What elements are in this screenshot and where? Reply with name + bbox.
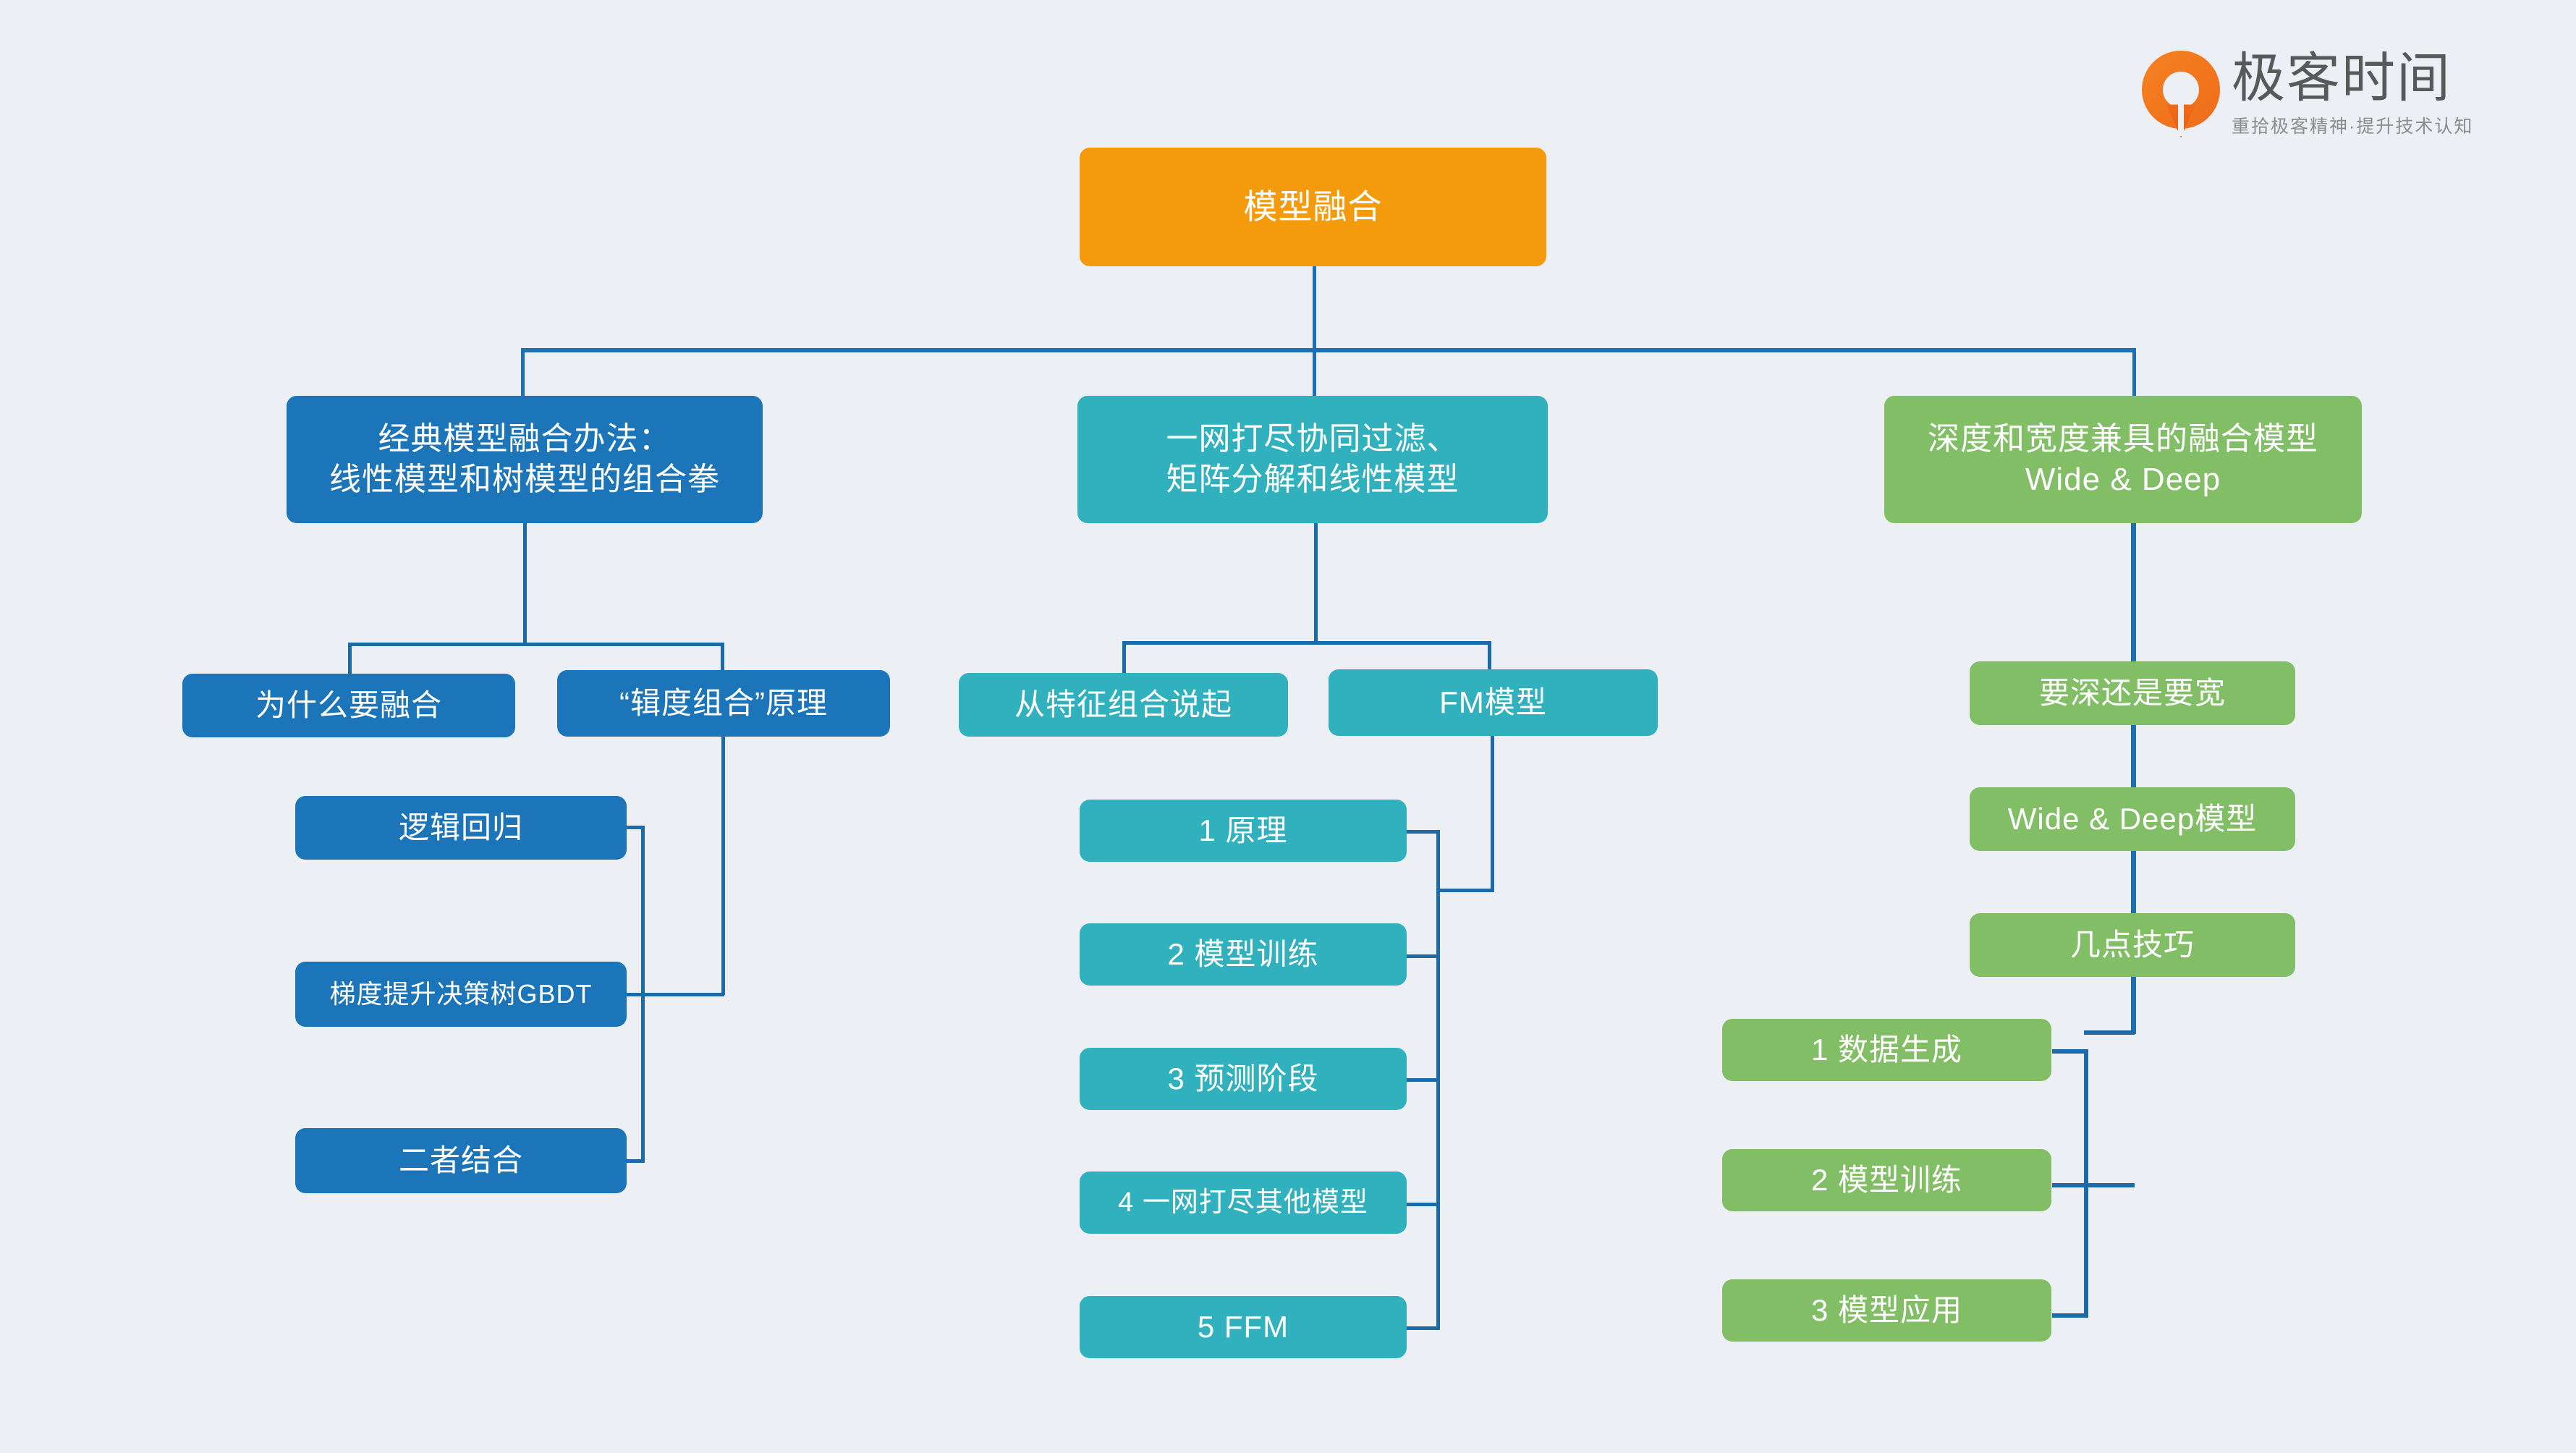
connector-root-to-green (2132, 348, 2136, 396)
connector-blue-to-why (348, 643, 352, 674)
node-green-wide-deep-model[interactable]: Wide & Deep模型 (1970, 787, 2295, 851)
node-green-deep-or-wide[interactable]: 要深还是要宽 (1970, 661, 2295, 725)
node-teal-leaf-other-models[interactable]: 4 一网打尽其他模型 (1080, 1172, 1407, 1234)
node-teal-leaf-principle[interactable]: 1 原理 (1080, 800, 1407, 862)
node-teal-leaf-training[interactable]: 2 模型训练 (1080, 923, 1407, 986)
connector-teal-stub-4 (1402, 1203, 1440, 1206)
connector-root-to-blue (521, 348, 525, 396)
connector-green-join (2084, 1030, 2135, 1035)
connector-green-stub-3 (2052, 1313, 2088, 1318)
connector-blue-to-principle (721, 643, 724, 674)
node-blue-principle[interactable]: “辑度组合”原理 (557, 670, 890, 737)
node-green-leaf-data-generation[interactable]: 1 数据生成 (1722, 1019, 2051, 1081)
connector-teal-to-fm (1488, 641, 1491, 673)
connector-teal-bar (1122, 641, 1491, 645)
connector-teal-stub-5 (1402, 1326, 1440, 1330)
connector-green-stub-1 (2052, 1049, 2088, 1054)
node-teal-leaf-prediction[interactable]: 3 预测阶段 (1080, 1048, 1407, 1110)
connector-blue-principle-join (641, 993, 724, 996)
node-blue-leaf-gbdt[interactable]: 梯度提升决策树GBDT (295, 962, 627, 1027)
node-branch-blue[interactable]: 经典模型融合办法： 线性模型和树模型的组合拳 (287, 396, 763, 523)
node-green-leaf-model-training[interactable]: 2 模型训练 (1722, 1149, 2051, 1211)
connector-teal-stem (1314, 523, 1318, 644)
node-green-leaf-model-application[interactable]: 3 模型应用 (1722, 1279, 2051, 1342)
connector-teal-stub-1 (1402, 830, 1440, 834)
connector-blue-bar (348, 643, 724, 646)
connector-root-stem (1313, 266, 1316, 350)
connector-teal-fm-stem (1491, 736, 1494, 891)
node-branch-green[interactable]: 深度和宽度兼具的融合模型 Wide & Deep (1884, 396, 2362, 523)
connector-green-stub-2 (2052, 1183, 2135, 1187)
connector-teal-stub-2 (1402, 954, 1440, 958)
node-teal-leaf-ffm[interactable]: 5 FFM (1080, 1296, 1407, 1358)
node-blue-leaf-combination[interactable]: 二者结合 (295, 1128, 627, 1193)
node-blue-why-fusion[interactable]: 为什么要融合 (182, 674, 515, 737)
connector-teal-fm-join (1436, 889, 1494, 892)
connector-blue-principle-stem (721, 737, 725, 995)
connector-teal-to-feature (1122, 641, 1126, 673)
node-teal-feature-combination[interactable]: 从特征组合说起 (959, 673, 1288, 737)
node-green-tips[interactable]: 几点技巧 (1970, 913, 2295, 977)
node-root[interactable]: 模型融合 (1080, 148, 1546, 266)
connector-blue-stub-2 (625, 993, 645, 996)
connector-blue-stub-1 (625, 826, 645, 829)
connector-blue-stub-3 (625, 1159, 645, 1163)
brand-tagline: 重拾极客精神·提升技术认知 (2232, 116, 2474, 137)
brand-logo: 极客时间 重拾极客精神·提升技术认知 (2142, 48, 2474, 138)
node-blue-leaf-logistic-regression[interactable]: 逻辑回归 (295, 796, 627, 860)
connector-root-to-teal (1313, 348, 1316, 396)
connector-green-spine (2131, 523, 2136, 1034)
connector-root-bar (521, 348, 2136, 352)
connector-teal-stub-3 (1402, 1078, 1440, 1082)
geektime-drop-logo-icon (2142, 51, 2220, 138)
node-teal-fm-model[interactable]: FM模型 (1329, 669, 1658, 736)
connector-blue-stem (523, 523, 527, 645)
node-branch-teal[interactable]: 一网打尽协同过滤、 矩阵分解和线性模型 (1077, 396, 1548, 523)
brand-name: 极客时间 (2232, 48, 2452, 108)
